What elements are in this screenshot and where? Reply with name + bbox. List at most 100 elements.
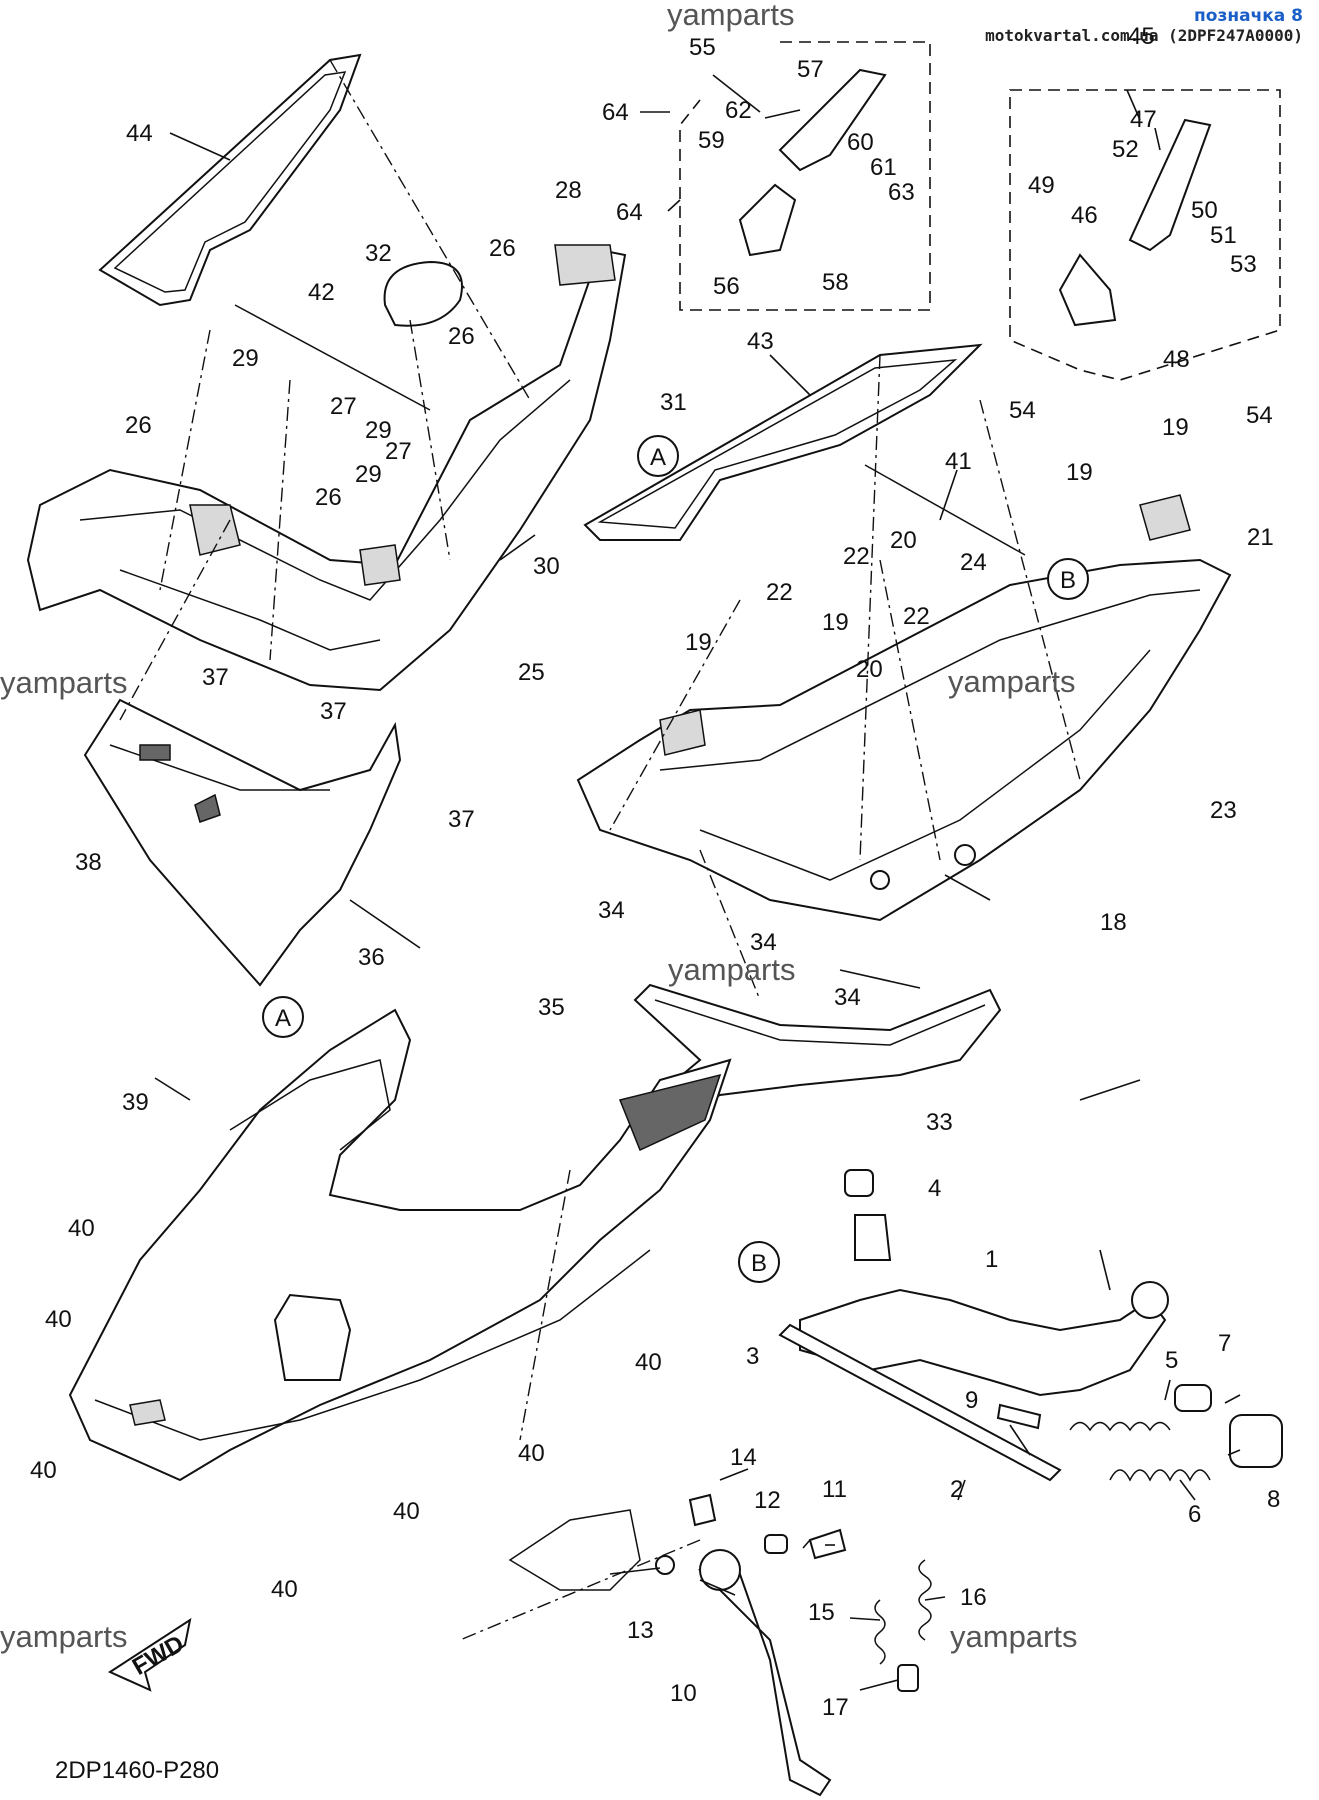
callout-13: 13 bbox=[627, 1617, 654, 1644]
callout-57: 57 bbox=[797, 56, 824, 83]
svg-text:A: A bbox=[650, 444, 666, 471]
callout-40: 40 bbox=[68, 1215, 95, 1242]
diagram-code: 2DP1460-P280 bbox=[55, 1757, 219, 1784]
callout-6: 6 bbox=[1188, 1501, 1201, 1528]
svg-text:B: B bbox=[1060, 567, 1076, 594]
part-25-inner-panel bbox=[26, 248, 627, 692]
callout-19b: 19 bbox=[1066, 459, 1093, 486]
svg-text:B: B bbox=[751, 1250, 767, 1277]
callout-36: 36 bbox=[358, 944, 385, 971]
part-12-collar bbox=[764, 1534, 788, 1554]
part-17-sleeve bbox=[897, 1664, 919, 1692]
part-46-bracket bbox=[1058, 253, 1117, 327]
callout-33: 33 bbox=[926, 1109, 953, 1136]
part-4-collar bbox=[844, 1169, 874, 1197]
callout-29c: 29 bbox=[355, 461, 382, 488]
callout-20: 20 bbox=[890, 527, 917, 554]
watermark-bottom-left: yamparts bbox=[0, 1619, 127, 1654]
callout-56: 56 bbox=[713, 273, 740, 300]
callout-29: 29 bbox=[232, 345, 259, 372]
part-11-bolt bbox=[808, 1528, 847, 1560]
callout-38: 38 bbox=[75, 849, 102, 876]
callout-32: 32 bbox=[365, 240, 392, 267]
leader-lines bbox=[154, 74, 1241, 1691]
callout-22c: 22 bbox=[903, 603, 930, 630]
callout-26: 26 bbox=[489, 235, 516, 262]
watermark-left: yamparts bbox=[0, 665, 127, 700]
callout-22b: 22 bbox=[843, 543, 870, 570]
callout-16: 16 bbox=[960, 1584, 987, 1611]
callout-34: 34 bbox=[598, 897, 625, 924]
part-57-footrest bbox=[778, 68, 887, 172]
part-47-footrest bbox=[1128, 118, 1212, 252]
part-39-lower-fairing bbox=[68, 1008, 732, 1482]
watermark-right: yamparts bbox=[948, 664, 1075, 699]
watermark-center: yamparts bbox=[668, 952, 795, 987]
callout-27: 27 bbox=[330, 393, 357, 420]
callout-26d: 26 bbox=[315, 484, 342, 511]
callout-60: 60 bbox=[847, 129, 874, 156]
callout-54: 54 bbox=[1009, 397, 1036, 424]
callout-61: 61 bbox=[870, 154, 897, 181]
callout-42: 42 bbox=[308, 279, 335, 306]
callout-40g: 40 bbox=[271, 1576, 298, 1603]
part-2-shaft bbox=[778, 1323, 1062, 1482]
callout-31: 31 bbox=[660, 389, 687, 416]
callout-40f: 40 bbox=[393, 1498, 420, 1525]
callout-53: 53 bbox=[1230, 251, 1257, 278]
callout-15: 15 bbox=[808, 1599, 835, 1626]
header-tag-line1: позначка 8 bbox=[1194, 6, 1303, 26]
part-42-strip bbox=[234, 304, 431, 411]
callout-5: 5 bbox=[1165, 1347, 1178, 1374]
part-56-bracket bbox=[738, 183, 797, 257]
callout-62: 62 bbox=[725, 97, 752, 124]
callout-26c: 26 bbox=[125, 412, 152, 439]
callout-14: 14 bbox=[730, 1444, 757, 1471]
ref-marker-b-top: B bbox=[1047, 558, 1089, 600]
callout-19: 19 bbox=[1162, 414, 1189, 441]
svg-text:FWD: FWD bbox=[128, 1630, 189, 1681]
part-13-nut bbox=[655, 1555, 675, 1575]
part-44-side-panel bbox=[98, 53, 362, 307]
part-8-rubber bbox=[1229, 1414, 1283, 1468]
callout-52: 52 bbox=[1112, 136, 1139, 163]
callout-29b: 29 bbox=[365, 417, 392, 444]
callout-39: 39 bbox=[122, 1089, 149, 1116]
watermark-top: yamparts bbox=[667, 0, 794, 32]
callout-50: 50 bbox=[1191, 197, 1218, 224]
part-7-rubber bbox=[1174, 1384, 1212, 1412]
callout-41: 41 bbox=[945, 448, 972, 475]
callout-51: 51 bbox=[1210, 222, 1237, 249]
callout-43: 43 bbox=[747, 328, 774, 355]
callout-1: 1 bbox=[985, 1246, 998, 1273]
callout-37: 37 bbox=[202, 664, 229, 691]
callout-10: 10 bbox=[670, 1680, 697, 1707]
callout-21: 21 bbox=[1247, 524, 1274, 551]
callout-26b: 26 bbox=[448, 323, 475, 350]
group-45-box bbox=[1009, 89, 1281, 381]
callout-30: 30 bbox=[533, 553, 560, 580]
part-5-spring bbox=[1069, 1421, 1171, 1432]
callout-28: 28 bbox=[555, 177, 582, 204]
part-43-side-panel bbox=[583, 343, 983, 541]
callout-37c: 37 bbox=[448, 806, 475, 833]
callout-19c: 19 bbox=[685, 629, 712, 656]
part-9-bolt bbox=[996, 1403, 1042, 1430]
ref-marker-a-top: A bbox=[637, 435, 679, 477]
callout-45: 45 bbox=[1128, 23, 1155, 50]
part-10-side-stand bbox=[698, 1558, 832, 1797]
ref-marker-a-bottom: A bbox=[262, 996, 304, 1038]
part-41-strip bbox=[864, 464, 1026, 556]
part-14-bracket bbox=[688, 1493, 717, 1527]
part-16-spring bbox=[918, 1559, 932, 1641]
callout-40d: 40 bbox=[635, 1349, 662, 1376]
callout-23: 23 bbox=[1210, 797, 1237, 824]
callout-8: 8 bbox=[1267, 1486, 1280, 1513]
svg-text:A: A bbox=[275, 1005, 291, 1032]
callout-34b: 34 bbox=[750, 929, 777, 956]
part-1-main-stand bbox=[799, 1288, 1167, 1397]
header-tag: позначка 8 motokvartal.com.ua (2DPF247A0… bbox=[985, 6, 1303, 45]
callout-4: 4 bbox=[928, 1175, 941, 1202]
callout-58: 58 bbox=[822, 269, 849, 296]
